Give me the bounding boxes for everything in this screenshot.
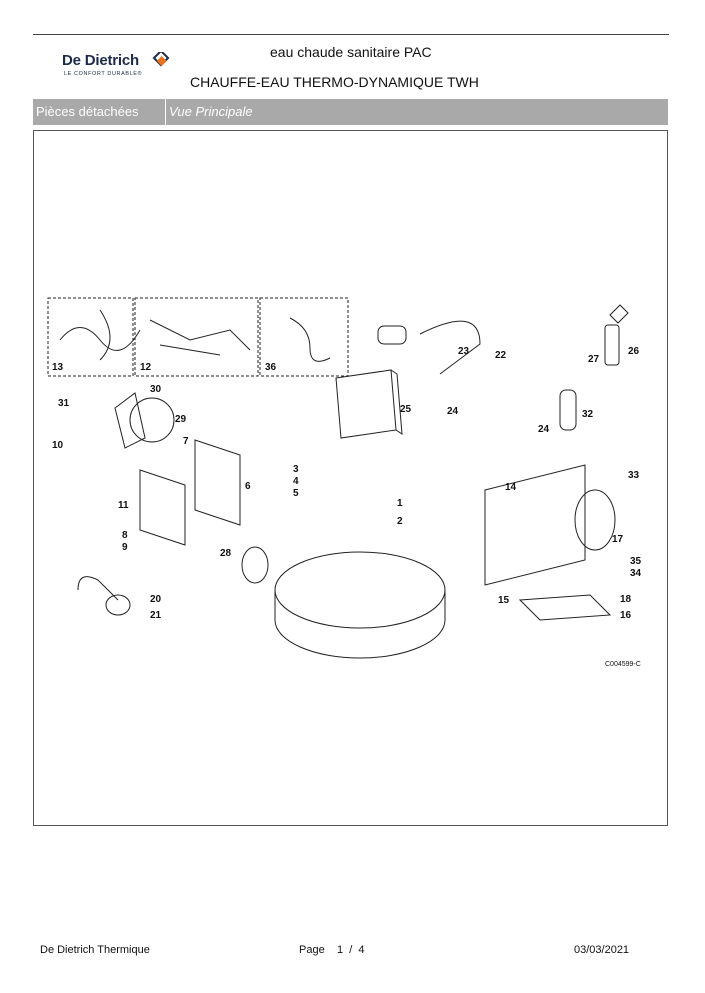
part-label: 21	[150, 610, 162, 621]
brand-tagline: LE CONFORT DURABLE®	[64, 71, 143, 77]
footer-company: De Dietrich Thermique	[40, 944, 150, 956]
part-label: 34	[630, 568, 642, 579]
part-label: 17	[612, 534, 624, 545]
part-label: 20	[150, 594, 162, 605]
part-label: 7	[183, 436, 189, 447]
part-label: 28	[220, 548, 232, 559]
part-label: 29	[175, 414, 187, 425]
page-title-line2: CHAUFFE-EAU THERMO-DYNAMIQUE TWH	[190, 74, 479, 90]
page-label: Page	[299, 944, 325, 956]
part-label: 10	[52, 440, 64, 451]
part-label: 16	[620, 610, 632, 621]
section-bar: Pièces détachées Vue Principale	[33, 99, 668, 125]
part-label: 13	[52, 362, 64, 373]
part-label: 30	[150, 384, 162, 395]
brand-name: De Dietrich	[62, 52, 139, 69]
part-label: 27	[588, 354, 600, 365]
part-label: 11	[118, 500, 129, 511]
part-label: 32	[582, 409, 594, 420]
part-label: 25	[400, 404, 412, 415]
part-label: 18	[620, 594, 632, 605]
part-label: 6	[245, 481, 251, 492]
page-separator: /	[349, 944, 353, 956]
footer-date: 03/03/2021	[574, 944, 630, 956]
drawing-frame	[33, 130, 668, 826]
footer-page: Page 1 / 4	[299, 944, 365, 956]
drawing-reference: C004599-C	[605, 661, 641, 668]
part-label: 36	[265, 362, 277, 373]
page-title-line1: eau chaude sanitaire PAC	[270, 44, 432, 60]
part-label: 26	[628, 346, 640, 357]
part-label: 1	[397, 498, 403, 509]
page-current: 1	[336, 944, 344, 956]
part-label: 9	[122, 542, 128, 553]
part-label: 33	[628, 470, 640, 481]
part-label: 31	[58, 398, 70, 409]
brand-logo: De Dietrich LE CONFORT DURABLE®	[62, 52, 182, 82]
part-label: 8	[122, 530, 128, 541]
part-label: 24	[538, 424, 550, 435]
part-label: 24	[447, 406, 459, 417]
brand-diamond-icon	[152, 52, 170, 67]
part-label: 12	[140, 362, 152, 373]
part-label: 15	[498, 595, 510, 606]
exploded-parts-diagram: 13 12 36 30 31 29 10 7 6 11 8 9 3 4 5 1 …	[47, 297, 642, 668]
page-total: 4	[358, 944, 365, 956]
part-label: 3	[293, 464, 299, 475]
part-label: 35	[630, 556, 642, 567]
part-label: 23	[458, 346, 470, 357]
top-rule	[33, 34, 669, 35]
part-label: 2	[397, 516, 403, 527]
part-label: 14	[505, 482, 517, 493]
tab-spare-parts[interactable]: Pièces détachées	[33, 99, 166, 125]
part-label: 4	[293, 476, 299, 487]
tab-main-view[interactable]: Vue Principale	[169, 104, 253, 119]
part-label: 5	[293, 488, 299, 499]
part-label: 22	[495, 350, 507, 361]
